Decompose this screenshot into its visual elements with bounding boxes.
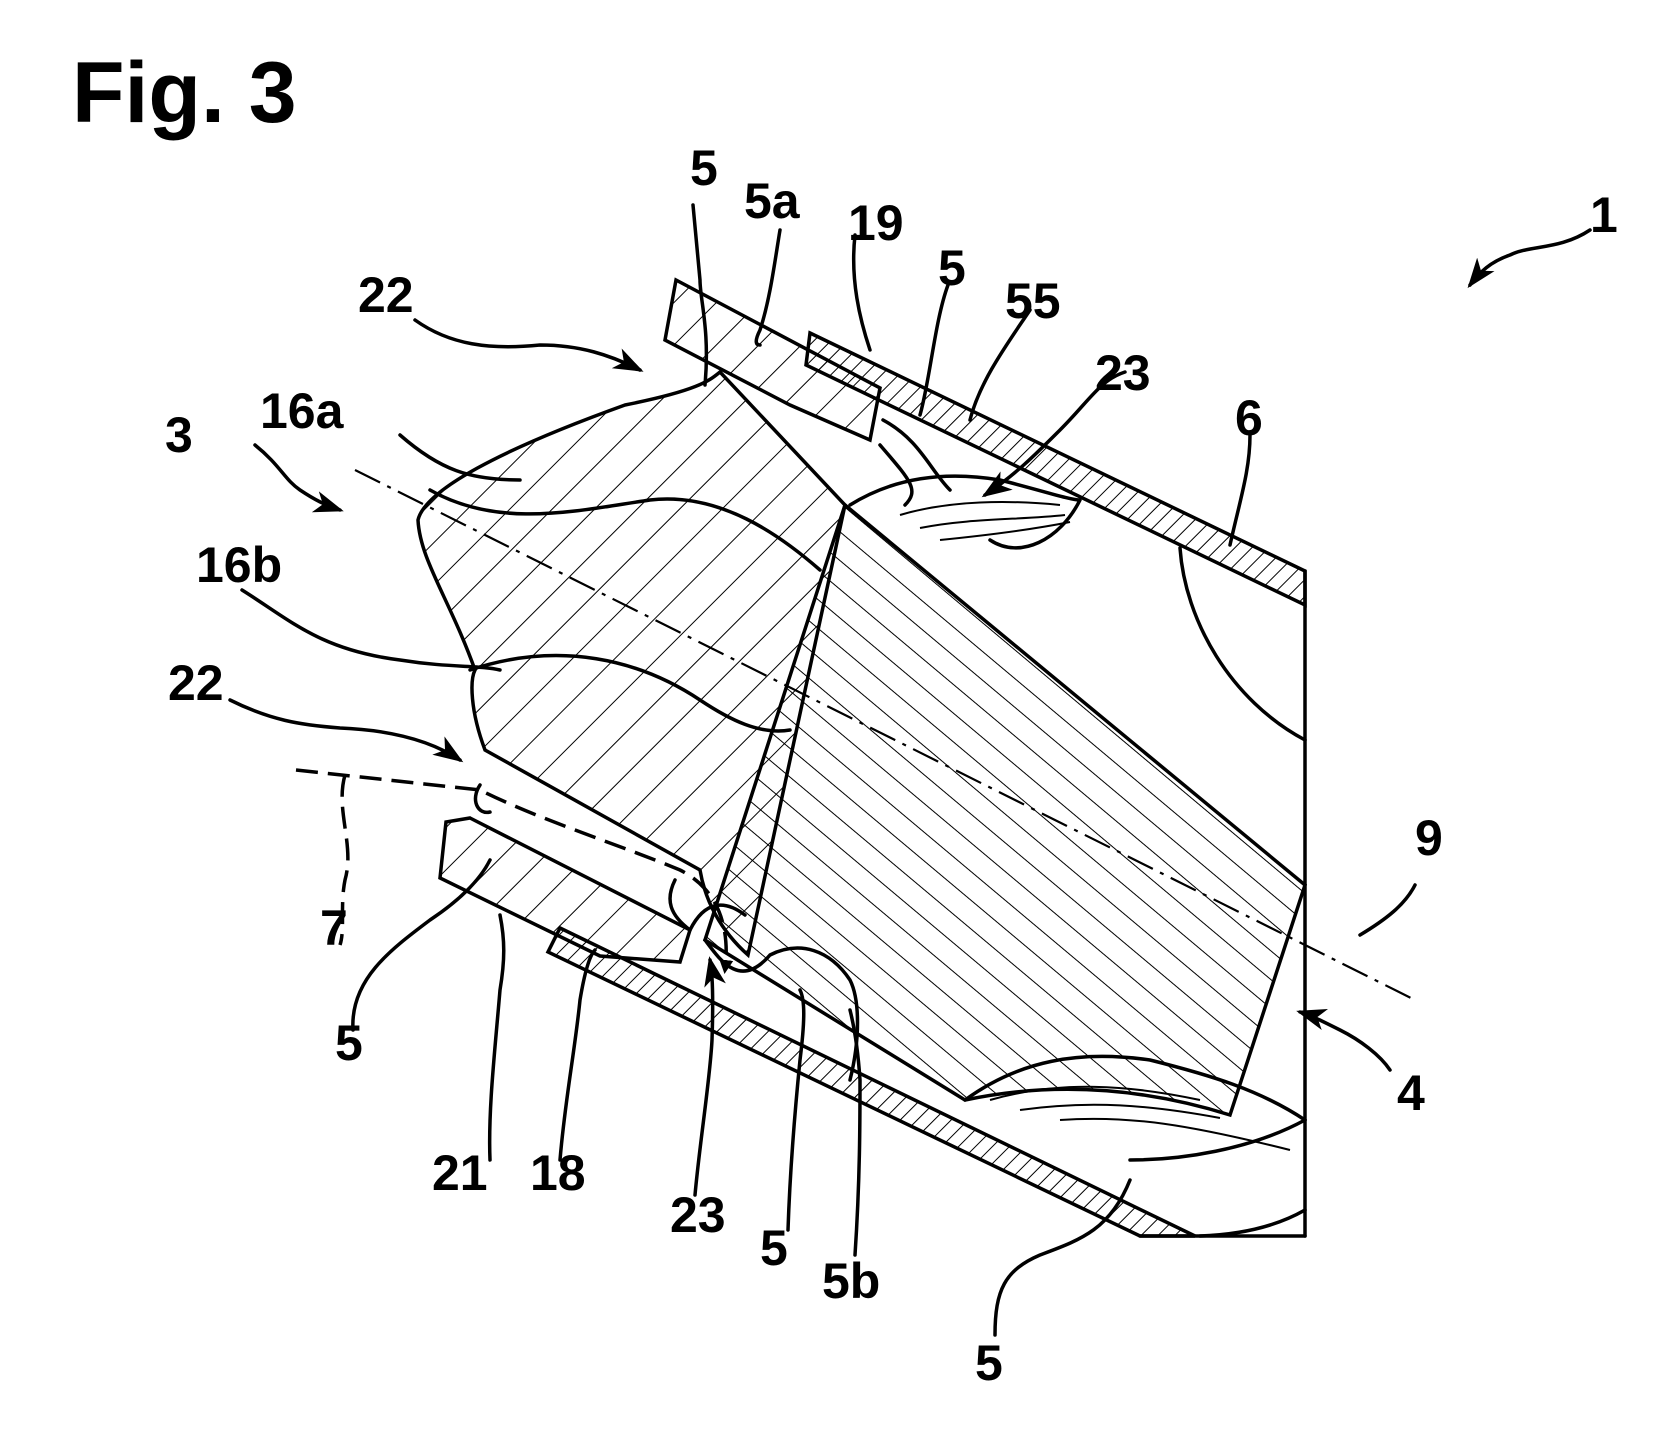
label-23-top: 23 [1095, 345, 1151, 401]
label-5-bottom-a: 5 [760, 1220, 788, 1276]
label-7: 7 [320, 900, 348, 956]
label-22-top: 22 [358, 267, 414, 323]
label-5-top-a: 5 [690, 140, 718, 196]
label-4: 4 [1397, 1065, 1425, 1121]
label-21: 21 [432, 1145, 488, 1201]
label-22-left: 22 [168, 655, 224, 711]
label-5-left: 5 [335, 1015, 363, 1071]
label-3: 3 [165, 407, 193, 463]
rotor-left [416, 369, 847, 959]
label-5-bottom-b: 5 [975, 1335, 1003, 1391]
label-16a: 16a [260, 383, 345, 439]
label-1: 1 [1590, 187, 1618, 243]
rotor-right [702, 502, 1308, 1118]
swirl-bottom [963, 1054, 1307, 1238]
label-18: 18 [530, 1145, 586, 1201]
label-6: 6 [1235, 390, 1263, 446]
flow-path [295, 768, 734, 974]
label-19: 19 [848, 195, 904, 251]
label-16b: 16b [196, 537, 282, 593]
label-5a: 5a [744, 173, 801, 229]
rotation-axis [354, 469, 1416, 1001]
guide-ring-top [663, 277, 882, 443]
label-9: 9 [1415, 810, 1443, 866]
label-23-bottom: 23 [670, 1187, 726, 1243]
figure-title: Fig. 3 [72, 45, 297, 141]
label-5-top-b: 5 [938, 240, 966, 296]
leader-lines [228, 203, 1592, 1337]
label-5b: 5b [822, 1253, 880, 1309]
swirl-top [848, 418, 1082, 550]
label-55: 55 [1005, 273, 1061, 329]
